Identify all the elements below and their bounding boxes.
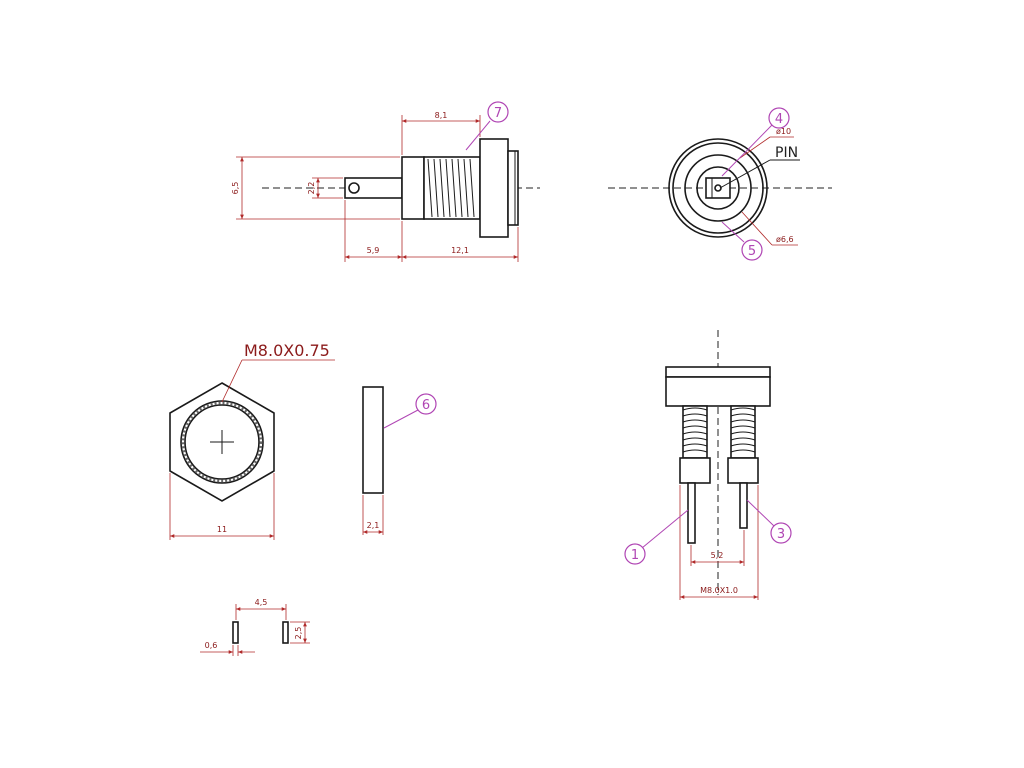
bottom-spring-right <box>730 405 756 459</box>
nut-view: M8.0X0.75 11 2,1 6 <box>169 341 437 540</box>
front-view: ø10 ø6,6 PIN 4 5 <box>608 107 832 261</box>
front-dim-outer: ø10 <box>776 127 791 136</box>
side-pin-hole <box>348 182 360 194</box>
callout-1-label: 1 <box>631 548 639 563</box>
front-dim-inner: ø6,6 <box>776 235 794 244</box>
bottom-post-left <box>679 457 711 484</box>
bottom-cap <box>665 376 771 407</box>
callout-5 <box>741 239 763 261</box>
bottom-pin-left <box>687 482 696 544</box>
nut-thread-label: M8.0X0.75 <box>244 341 330 360</box>
callout-3-label: 3 <box>777 527 785 542</box>
nut-thread-inner <box>184 404 260 480</box>
callout-7 <box>487 101 509 123</box>
callout-4 <box>768 107 790 129</box>
bottom-pin-right <box>739 482 748 529</box>
terminal-dim-height: 2,5 <box>294 627 303 640</box>
bottom-view: 5,2 M8.0X1.0 1 3 <box>624 330 792 600</box>
callout-6 <box>415 393 437 415</box>
nut-dim-width: 11 <box>217 525 227 534</box>
terminal-view: 4,5 2,5 0,6 <box>200 598 310 656</box>
front-pin-label: PIN <box>775 145 798 161</box>
callout-5-label: 5 <box>748 244 756 259</box>
callout-4-label: 4 <box>775 112 783 127</box>
callout-3 <box>770 522 792 544</box>
front-outer-ring <box>668 138 768 238</box>
side-flange <box>479 138 509 238</box>
callout-7-label: 7 <box>494 106 502 121</box>
bottom-dim-pin-spacing: 5,2 <box>711 551 724 560</box>
terminal-right <box>282 621 289 644</box>
bottom-cap-top <box>665 366 771 378</box>
bottom-spring-left <box>682 405 708 459</box>
side-dim-pin: 2,2 <box>307 182 316 195</box>
terminal-dim-pitch: 4,5 <box>255 598 268 607</box>
nut-thread-outer <box>180 400 264 484</box>
front-center-pin-box <box>705 177 731 199</box>
side-front-lip <box>507 150 519 226</box>
callout-1 <box>624 543 646 565</box>
nut-dim-thickness: 2,1 <box>367 521 380 530</box>
callout-6-label: 6 <box>422 398 430 413</box>
front-ring-2 <box>672 142 764 234</box>
side-dim-height: 6,5 <box>231 182 240 195</box>
bottom-post-right <box>727 457 759 484</box>
side-dim-left: 5,9 <box>367 246 380 255</box>
side-view: 8,1 6,5 2,2 5,9 12,1 7 <box>231 101 540 262</box>
bottom-dim-thread: M8.0X1.0 <box>700 586 738 595</box>
terminal-dim-width: 0,6 <box>205 641 218 650</box>
front-socket <box>696 166 740 210</box>
terminal-left <box>232 621 239 644</box>
nut-side <box>362 386 384 494</box>
side-body <box>401 156 425 220</box>
front-inner-ring <box>684 154 752 222</box>
side-thread-lines <box>427 158 475 218</box>
side-dim-right: 12,1 <box>451 246 469 255</box>
side-dim-top: 8,1 <box>435 111 448 120</box>
